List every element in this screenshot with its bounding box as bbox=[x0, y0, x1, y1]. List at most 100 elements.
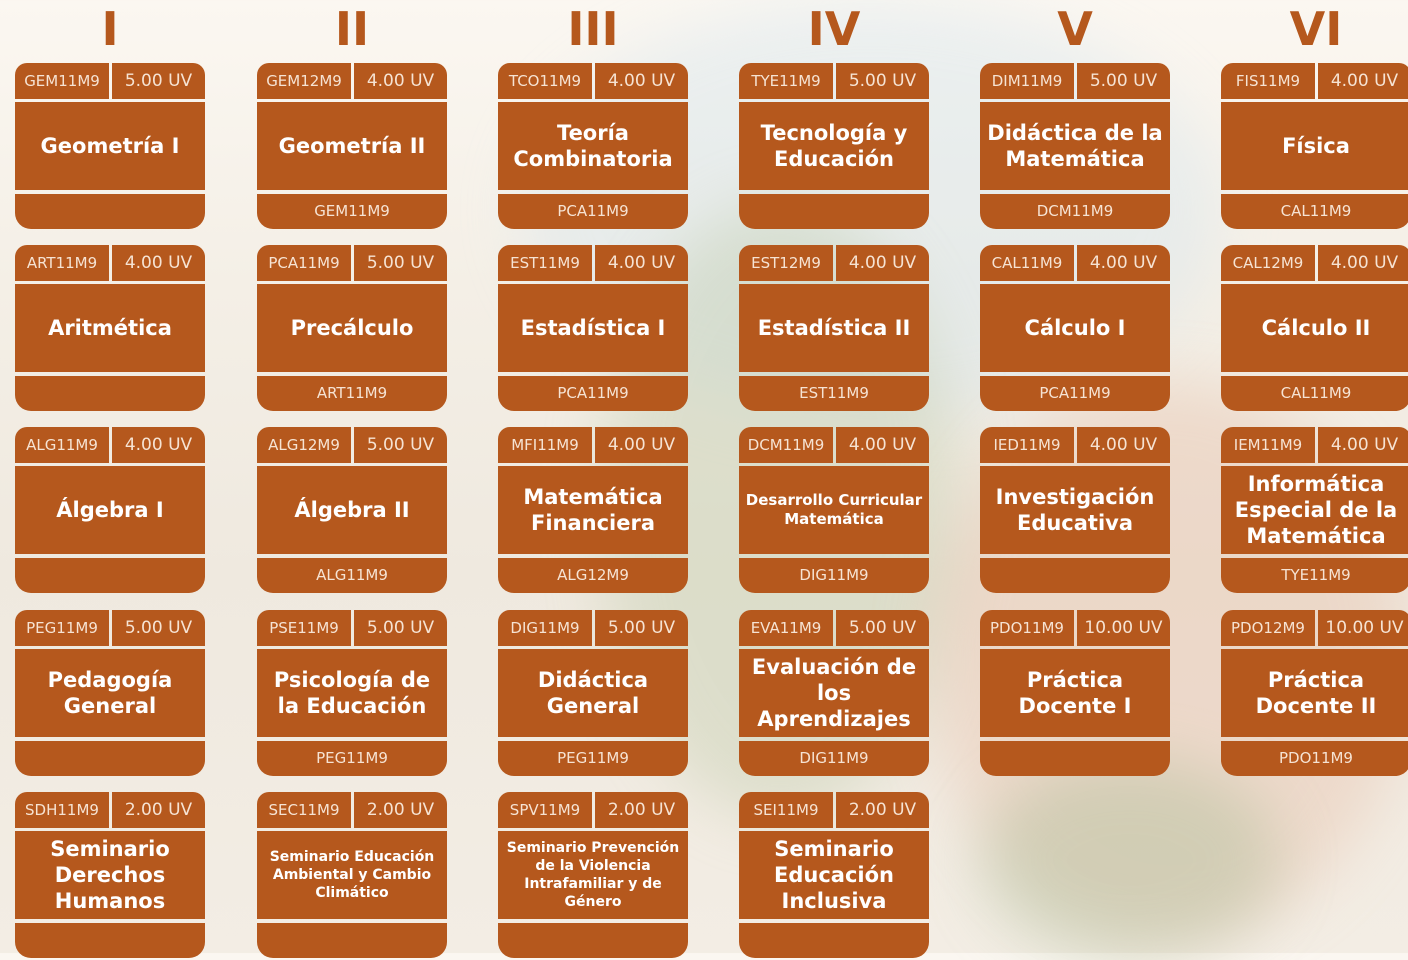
course-name: Geometría II bbox=[257, 102, 447, 190]
course-name: Teoría Combinatoria bbox=[498, 102, 688, 190]
course-credits: 5.00 UV bbox=[836, 610, 929, 646]
course-credits: 5.00 UV bbox=[354, 427, 447, 463]
course-prerequisite bbox=[15, 558, 205, 593]
course-code: EVA11M9 bbox=[739, 610, 833, 646]
course-name: Seminario Derechos Humanos bbox=[15, 831, 205, 919]
course-name: Aritmética bbox=[15, 284, 205, 372]
course-credits: 2.00 UV bbox=[836, 792, 929, 828]
course-code: SEI11M9 bbox=[739, 792, 833, 828]
semester-numeral: V bbox=[1057, 2, 1093, 56]
course-prerequisite bbox=[739, 194, 929, 229]
course-code: DIM11M9 bbox=[980, 63, 1074, 99]
course-name: Seminario Educación Ambiental y Cambio C… bbox=[257, 831, 447, 919]
course-name: Evaluación de los Aprendizajes bbox=[739, 649, 929, 737]
course-prerequisite: CAL11M9 bbox=[1221, 376, 1408, 411]
course-credits: 4.00 UV bbox=[595, 63, 688, 99]
course-credits: 4.00 UV bbox=[836, 427, 929, 463]
course-prerequisite: PEG11M9 bbox=[498, 741, 688, 776]
semester-numeral: VI bbox=[1289, 2, 1343, 56]
course-credits: 10.00 UV bbox=[1077, 610, 1170, 646]
course-credits: 2.00 UV bbox=[354, 792, 447, 828]
course-credits: 4.00 UV bbox=[354, 63, 447, 99]
course-code: CAL11M9 bbox=[980, 245, 1074, 281]
course-prerequisite bbox=[15, 923, 205, 958]
course-name: Didáctica de la Matemática bbox=[980, 102, 1170, 190]
course-credits: 5.00 UV bbox=[836, 63, 929, 99]
course-name: Geometría I bbox=[15, 102, 205, 190]
course-code: CAL12M9 bbox=[1221, 245, 1315, 281]
course-name: Investigación Educativa bbox=[980, 466, 1170, 554]
course-prerequisite: ALG11M9 bbox=[257, 558, 447, 593]
course-code: ALG11M9 bbox=[15, 427, 109, 463]
course-name: Matemática Financiera bbox=[498, 466, 688, 554]
course-code: FIS11M9 bbox=[1221, 63, 1315, 99]
course-name: Informática Especial de la Matemática bbox=[1221, 466, 1408, 554]
course-prerequisite bbox=[257, 923, 447, 958]
course-credits: 2.00 UV bbox=[595, 792, 688, 828]
course-name: Práctica Docente I bbox=[980, 649, 1170, 737]
course-code: PDO12M9 bbox=[1221, 610, 1315, 646]
course-code: EST11M9 bbox=[498, 245, 592, 281]
course-code: EST12M9 bbox=[739, 245, 833, 281]
course-name: Seminario Prevención de la Violencia Int… bbox=[498, 831, 688, 919]
course-name: Cálculo I bbox=[980, 284, 1170, 372]
course-prerequisite bbox=[15, 741, 205, 776]
course-credits: 5.00 UV bbox=[112, 610, 205, 646]
course-name: Didáctica General bbox=[498, 649, 688, 737]
course-prerequisite: EST11M9 bbox=[739, 376, 929, 411]
course-credits: 5.00 UV bbox=[112, 63, 205, 99]
course-code: MFI11M9 bbox=[498, 427, 592, 463]
course-prerequisite: PCA11M9 bbox=[498, 376, 688, 411]
course-prerequisite: DIG11M9 bbox=[739, 741, 929, 776]
course-credits: 4.00 UV bbox=[1318, 63, 1408, 99]
course-name: Seminario Educación Inclusiva bbox=[739, 831, 929, 919]
course-code: GEM11M9 bbox=[15, 63, 109, 99]
course-prerequisite: PCA11M9 bbox=[980, 376, 1170, 411]
course-code: ART11M9 bbox=[15, 245, 109, 281]
course-credits: 4.00 UV bbox=[836, 245, 929, 281]
course-prerequisite: ALG12M9 bbox=[498, 558, 688, 593]
course-name: Estadística II bbox=[739, 284, 929, 372]
course-credits: 5.00 UV bbox=[354, 245, 447, 281]
course-prerequisite bbox=[739, 923, 929, 958]
course-prerequisite: DIG11M9 bbox=[739, 558, 929, 593]
course-prerequisite bbox=[498, 923, 688, 958]
semester-numeral: I bbox=[101, 2, 119, 56]
course-credits: 4.00 UV bbox=[1077, 245, 1170, 281]
semester-numeral: IV bbox=[807, 2, 861, 56]
course-credits: 5.00 UV bbox=[354, 610, 447, 646]
course-name: Psicología de la Educación bbox=[257, 649, 447, 737]
course-credits: 4.00 UV bbox=[595, 245, 688, 281]
semester-numeral: II bbox=[334, 2, 370, 56]
course-name: Cálculo II bbox=[1221, 284, 1408, 372]
course-credits: 4.00 UV bbox=[1318, 427, 1408, 463]
course-name: Tecnología y Educación bbox=[739, 102, 929, 190]
course-prerequisite bbox=[980, 558, 1170, 593]
course-prerequisite: ART11M9 bbox=[257, 376, 447, 411]
course-code: PSE11M9 bbox=[257, 610, 351, 646]
course-code: ALG12M9 bbox=[257, 427, 351, 463]
course-credits: 4.00 UV bbox=[112, 427, 205, 463]
course-prerequisite: CAL11M9 bbox=[1221, 194, 1408, 229]
course-credits: 4.00 UV bbox=[595, 427, 688, 463]
course-prerequisite: DCM11M9 bbox=[980, 194, 1170, 229]
course-name: Física bbox=[1221, 102, 1408, 190]
course-prerequisite bbox=[980, 741, 1170, 776]
course-credits: 10.00 UV bbox=[1318, 610, 1408, 646]
course-code: PDO11M9 bbox=[980, 610, 1074, 646]
